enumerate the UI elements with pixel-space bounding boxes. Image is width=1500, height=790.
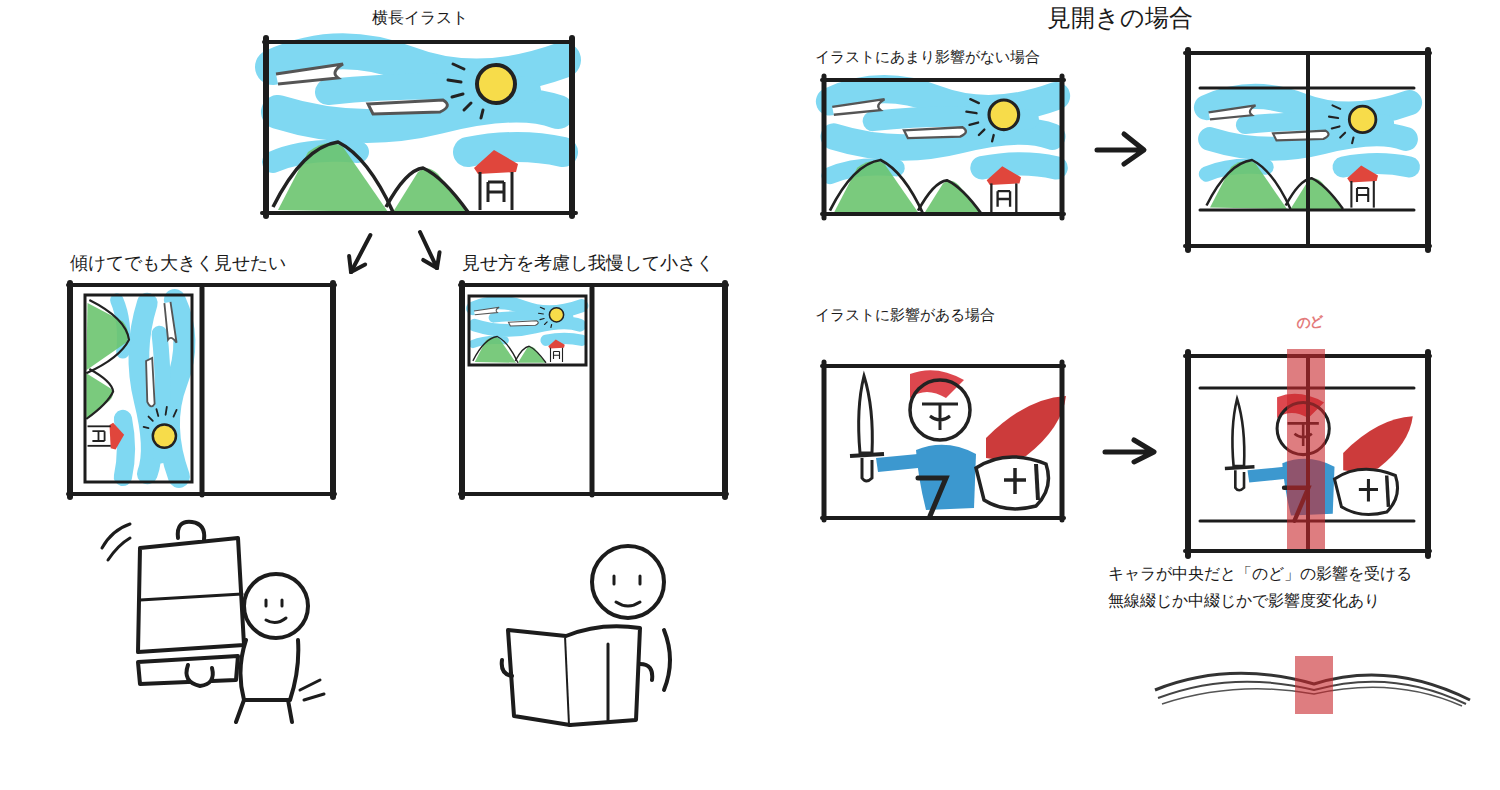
frame-heading: 見せ方を考慮し我慢して小さく [462, 252, 714, 274]
frame-heading: 横長イラスト [372, 8, 468, 27]
section-title: 見開きの場合 [1047, 4, 1193, 33]
note-text: キャラが中央だと「のど」の影響を受ける [1108, 564, 1412, 583]
gutter-label: のど [1295, 313, 1325, 333]
case-heading: イラストに影響がある場合 [815, 306, 995, 324]
frame-heading: 傾けてでも大きく見せたい [70, 252, 286, 274]
spread-layout-small: 見せ方を考慮し我慢して小さく [455, 250, 730, 500]
note-text: 無線綴じか中綴じかで影響度変化あり [1108, 591, 1380, 610]
spread-layout-large: 傾けてでも大きく見せたい [65, 250, 340, 500]
landscape-frame: 横長イラスト [262, 5, 578, 218]
flow-arrow [349, 235, 370, 272]
flow-arrow [420, 232, 440, 268]
case-heading: イラストにあまり影響がない場合 [815, 48, 1040, 66]
